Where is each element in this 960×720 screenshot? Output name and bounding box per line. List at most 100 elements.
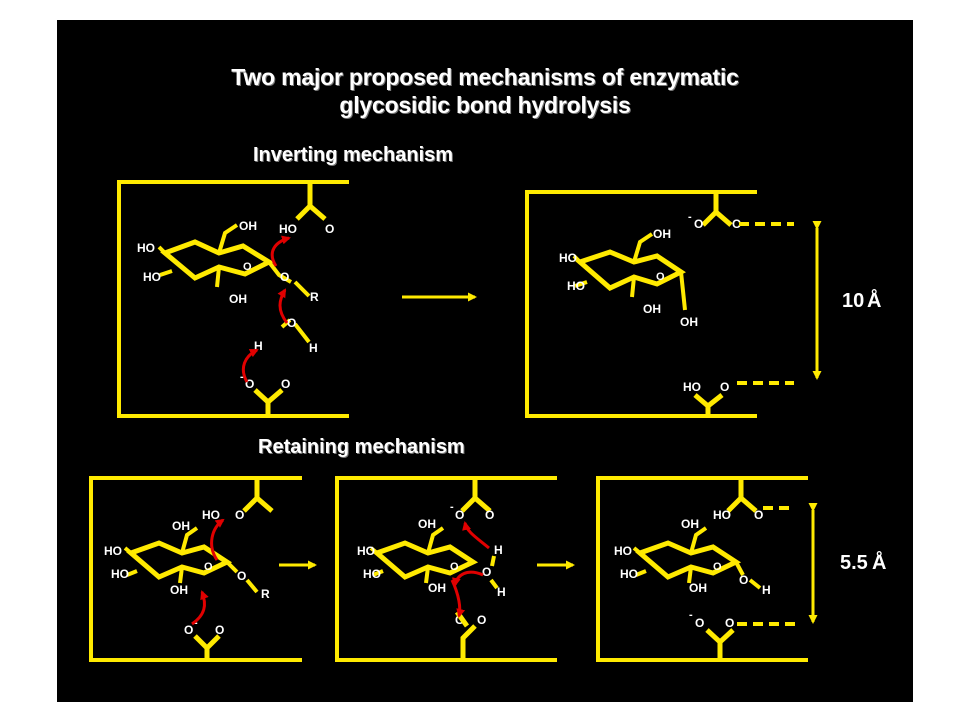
label-ring-o: O xyxy=(713,561,722,573)
label-ho: HO xyxy=(363,567,381,581)
label-glycosidic-o: O xyxy=(280,270,289,284)
label-oh: OH xyxy=(418,517,436,531)
label-o: O xyxy=(732,217,741,231)
o-h-bond xyxy=(748,578,762,590)
label-h: H xyxy=(494,543,503,557)
label-minus: - xyxy=(194,617,198,629)
label-ring-o: O xyxy=(243,261,252,273)
label-ho: HO xyxy=(137,241,155,255)
label-r: R xyxy=(261,587,270,601)
label-ho: HO xyxy=(713,508,731,522)
curved-arrow xyxy=(241,348,259,383)
label-o: O xyxy=(455,508,464,522)
label-o: O xyxy=(215,623,224,637)
label-ho: HO xyxy=(559,251,577,265)
label-o: O xyxy=(245,377,254,391)
sugar-ring xyxy=(372,540,479,580)
sugar-bonds xyxy=(157,223,293,288)
label-h: H xyxy=(254,339,263,353)
mechanism-diagram: HO O OH HO HO OH O O R O H H - O O xyxy=(89,180,886,662)
curved-arrow xyxy=(270,235,291,267)
retaining-substrate-panel: HO O OH HO HO OH O O R O - O xyxy=(89,476,302,662)
label-minus: - xyxy=(240,371,244,383)
label-o: O xyxy=(485,508,494,522)
retaining-heading: Retaining mechanism xyxy=(258,436,465,458)
label-o: O xyxy=(477,613,486,627)
curved-arrow xyxy=(451,570,484,587)
label-oh: OH xyxy=(172,519,190,533)
label-ho: HO xyxy=(104,544,122,558)
inverting-substrate-panel: HO O OH HO HO OH O O R O H H - O O xyxy=(117,180,349,418)
title-line-1: Two major proposed mechanisms of enzymat… xyxy=(231,64,739,90)
acid-residue-top xyxy=(242,478,274,513)
enzyme-frame xyxy=(335,476,557,662)
label-h: H xyxy=(497,585,506,599)
inverting-product-panel: - O O OH HO HO OH O OH HO O 10 Å xyxy=(525,190,881,418)
distance-unit: Å xyxy=(872,550,886,574)
label-oh: OH xyxy=(653,227,671,241)
aglycone-bond xyxy=(245,578,259,594)
label-o: O xyxy=(694,217,703,231)
carboxylate-residue-bottom xyxy=(454,610,477,660)
enzyme-frame xyxy=(525,190,757,418)
title-line-2: glycosidic bond hydrolysis xyxy=(339,92,631,118)
enzyme-frame xyxy=(596,476,808,662)
curved-arrow xyxy=(450,579,466,618)
label-glycosidic-o: O xyxy=(237,569,246,583)
label-o: O xyxy=(754,508,763,522)
label-ho: HO xyxy=(357,544,375,558)
enzyme-frame xyxy=(89,476,302,662)
sugar-bonds xyxy=(632,526,745,584)
label-oh: OH xyxy=(229,292,247,306)
retaining-intermediate-panel: - O O OH HO HO OH O H O H O O xyxy=(335,476,557,662)
aglycone-bond xyxy=(293,280,311,298)
label-glycosidic-o: O xyxy=(739,573,748,587)
label-water-o: O xyxy=(287,316,296,330)
label-ring-o: O xyxy=(656,271,665,283)
label-minus: - xyxy=(689,609,693,621)
carboxylate-residue-top xyxy=(460,478,492,513)
label-ho: HO xyxy=(567,279,585,293)
carboxylate-residue-bottom xyxy=(253,388,284,416)
label-ho: HO xyxy=(143,270,161,284)
label-minus: - xyxy=(688,211,692,223)
label-r: R xyxy=(310,290,319,304)
label-o: O xyxy=(325,222,334,236)
distance-value: 5.5 xyxy=(840,552,868,574)
label-o: O xyxy=(720,380,729,394)
label-h: H xyxy=(762,583,771,597)
curved-arrow xyxy=(191,590,209,626)
label-ho: HO xyxy=(202,508,220,522)
label-oh: OH xyxy=(428,581,446,595)
carboxylate-residue-bottom xyxy=(705,628,735,660)
label-o: O xyxy=(235,508,244,522)
carboxylate-residue-bottom xyxy=(193,634,221,660)
curved-arrow xyxy=(210,518,225,561)
acid-residue-top xyxy=(726,478,758,513)
label-h: H xyxy=(309,341,318,355)
slide: Two major proposed mechanisms of enzymat… xyxy=(57,20,913,702)
label-oh: OH xyxy=(680,315,698,329)
label-ho: HO xyxy=(111,567,129,581)
curved-arrow xyxy=(277,288,289,324)
label-ho: HO xyxy=(614,544,632,558)
sugar-bonds xyxy=(123,526,239,584)
label-o: O xyxy=(281,377,290,391)
sugar-bonds xyxy=(369,526,445,584)
sugar-ring xyxy=(635,540,742,580)
sugar-bonds xyxy=(572,232,687,311)
label-ring-o: O xyxy=(204,561,213,573)
sugar-ring xyxy=(575,249,686,291)
acid-residue-top xyxy=(295,182,327,221)
carboxylate-residue-top xyxy=(701,192,733,227)
distance-unit: Å xyxy=(867,288,881,312)
label-oh: OH xyxy=(239,219,257,233)
label-oh: OH xyxy=(689,581,707,595)
water-bonds xyxy=(489,555,499,590)
label-oh: OH xyxy=(170,583,188,597)
label-minus: - xyxy=(450,501,454,513)
curved-arrow xyxy=(462,521,490,550)
label-oh: OH xyxy=(643,302,661,316)
inverting-heading: Inverting mechanism xyxy=(253,144,454,166)
label-ho: HO xyxy=(620,567,638,581)
